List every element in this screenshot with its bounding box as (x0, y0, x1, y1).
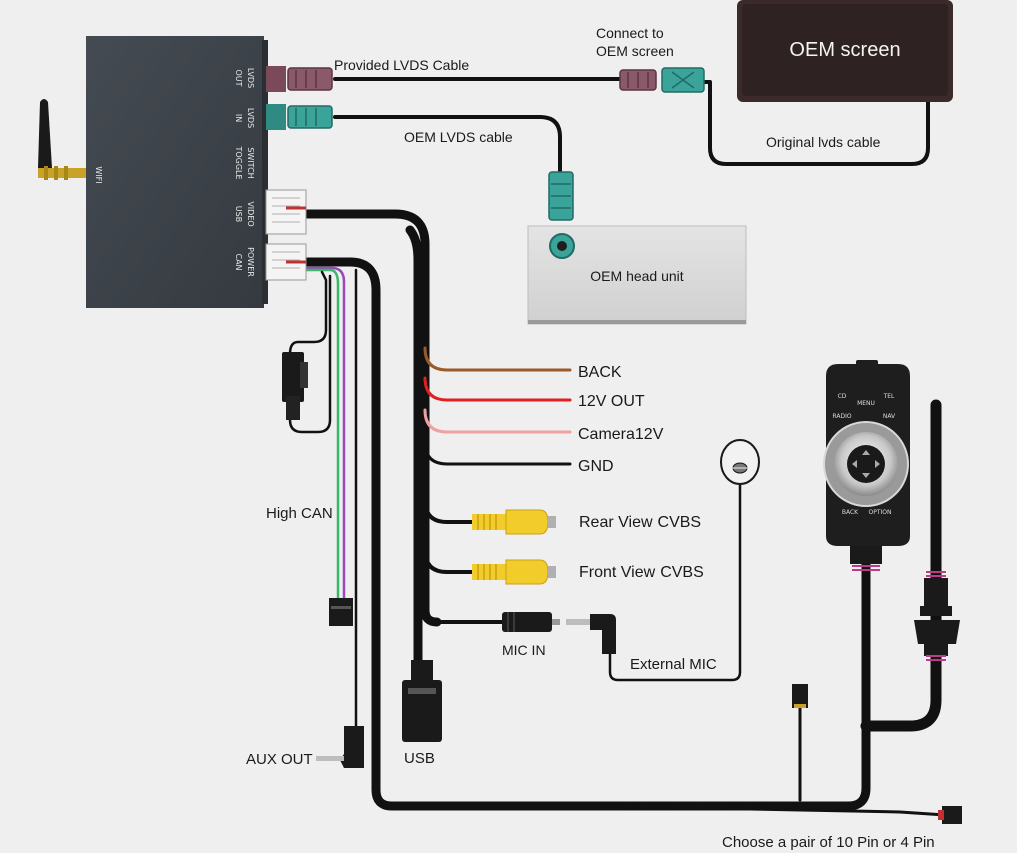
oem-screen: OEM screen (737, 0, 953, 102)
module-usb-video-port (265, 189, 307, 235)
port-in-lvds-line1: IN (234, 114, 243, 122)
high-can-purple-wire (303, 266, 346, 602)
rear-view-wire (423, 498, 477, 524)
idrive-controller: CD MENU TEL RADIO NAV BACK OPTION (823, 360, 910, 571)
button-back: BACK (842, 509, 859, 516)
port-can-power-line1: CAN (234, 253, 243, 270)
mic-in-jack (502, 612, 560, 632)
module-lvds-out-port (266, 66, 333, 92)
rear-view-word: Rear View (579, 514, 653, 531)
aux-out-label: AUX OUT (246, 751, 313, 768)
back-label: BACK (578, 364, 622, 381)
choose-pin-label: Choose a pair of 10 Pin or 4 Pin (722, 834, 935, 851)
port-can-power-line2: POWER (246, 247, 255, 277)
lvds-connector-female (661, 67, 705, 93)
small-plug (792, 684, 808, 708)
rear-view-label: Rear View CVBS (579, 514, 701, 531)
head-unit-label: OEM head unit (590, 268, 683, 284)
module-box (86, 36, 264, 308)
button-cd: CD (838, 393, 847, 400)
connect-to-label: Connect to (596, 25, 664, 41)
external-mic-label: External MIC (630, 656, 717, 673)
right-harness-wire (860, 399, 942, 732)
port-in-lvds-line2: LVDS (246, 108, 255, 128)
harness-connector-pair (914, 571, 960, 661)
high-can-green-wire (303, 268, 340, 602)
port-usb-video-line1: USB (234, 206, 243, 222)
high-can-label: High CAN (266, 505, 333, 522)
rear-view-rca-connector (472, 509, 556, 535)
12v-out-wire (423, 376, 572, 402)
usb-label: USB (404, 750, 435, 767)
oem-lvds-label: OEM LVDS cable (404, 129, 513, 145)
button-option: OPTION (869, 509, 892, 516)
gnd-label: GND (578, 458, 614, 475)
oem-head-unit: OEM head unit (527, 225, 747, 325)
oem-lvds-wire (333, 115, 562, 180)
external-mic-icon (720, 439, 760, 485)
can-power-trunk (300, 257, 871, 811)
module-lvds-in-port (266, 104, 333, 130)
provided-lvds-label: Provided LVDS Cable (334, 57, 469, 73)
oem-screen-title: OEM screen (789, 39, 900, 61)
button-nav: NAV (883, 413, 896, 420)
button-radio: RADIO (832, 413, 851, 420)
button-menu: MENU (857, 400, 875, 407)
port-usb-video-line2: VIDEO (246, 201, 255, 226)
interface-module: WIFI OUT LVDS IN LVDS TOGGLE SWITCH USB … (38, 36, 333, 308)
module-can-power-port (265, 243, 307, 281)
port-out-lvds-line2: LVDS (246, 68, 255, 88)
front-view-word: Front View (579, 564, 656, 581)
port-toggle-switch-line1: TOGGLE (234, 145, 243, 179)
port-out-lvds-line1: OUT (234, 69, 243, 86)
wifi-label: WIFI (94, 166, 103, 183)
high-can-plug (329, 598, 353, 626)
toggle-switch-plug (282, 352, 308, 420)
original-lvds-label: Original lvds cable (766, 134, 881, 150)
external-mic-wire (608, 478, 742, 682)
usb-branch (405, 225, 423, 675)
mic-in-label: MIC IN (502, 642, 546, 658)
camera12v-wire (423, 408, 572, 434)
external-mic-plug (566, 614, 616, 654)
camera12v-label: Camera12V (578, 426, 664, 443)
connect-to-oem-screen-label: OEM screen (596, 43, 674, 59)
12v-out-label: 12V OUT (578, 393, 645, 410)
port-labels: OUT LVDS IN LVDS TOGGLE SWITCH USB VIDEO… (234, 68, 255, 277)
front-view-rca-connector (472, 559, 556, 585)
oem-lvds-connector (548, 171, 574, 221)
front-view-wire (423, 548, 477, 574)
front-view-cvbs: CVBS (660, 564, 704, 581)
lvds-connector-male (619, 69, 657, 91)
button-tel: TEL (883, 393, 895, 400)
port-toggle-switch-line2: SWITCH (246, 147, 255, 178)
rear-view-cvbs: CVBS (658, 514, 702, 531)
pin-plug (938, 806, 962, 824)
usb-video-trunk (300, 209, 442, 627)
usb-connector (402, 660, 442, 742)
pin-plug-wire (598, 804, 947, 817)
gnd-wire (423, 440, 572, 466)
aux-out-jack (316, 726, 364, 768)
back-wire (423, 346, 572, 372)
original-lvds-wire (703, 80, 930, 166)
wifi-antenna-icon (38, 99, 86, 180)
